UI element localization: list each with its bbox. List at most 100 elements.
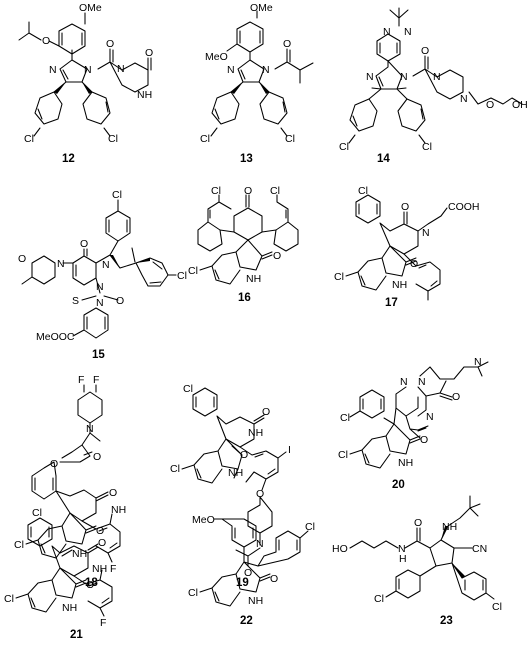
- atom-label: NH: [392, 279, 407, 291]
- atom-label: OMe: [250, 2, 273, 14]
- atom-label: N: [49, 64, 57, 76]
- compound-15: Cl O N N O N N S O MeOOC Cl 15: [18, 189, 187, 361]
- atom-label: Cl: [339, 141, 349, 153]
- atom-label: Cl: [270, 185, 280, 197]
- compound-14-labels: N N N N O N N O OH Cl Cl: [339, 26, 528, 153]
- atom-label: NH: [228, 467, 243, 479]
- compound-21: Cl O NH Cl O NH F 21: [4, 507, 113, 641]
- compound-22: MeO Cl Cl O NH 22: [188, 514, 315, 627]
- atom-label: O: [106, 38, 114, 50]
- atom-label: Cl: [108, 133, 118, 145]
- atom-label: Cl: [211, 185, 221, 197]
- atom-label: NH: [248, 427, 263, 439]
- compound-23: HO O N H NH CN Cl Cl 23: [332, 495, 502, 627]
- compound-19-labels: Cl O NH I Cl O NH O N O: [170, 383, 291, 579]
- compound-14: N N N N O N N O OH Cl Cl 14: [339, 7, 528, 165]
- atom-label: N: [418, 376, 426, 388]
- atom-label: Cl: [188, 265, 198, 277]
- atom-label: MeO: [205, 51, 228, 63]
- atom-label: NH: [248, 595, 263, 607]
- atom-label: N: [262, 64, 270, 76]
- atom-label: Cl: [358, 185, 368, 197]
- compound-23-labels: HO O N H NH CN Cl Cl: [332, 517, 502, 613]
- compound-number: 20: [392, 479, 405, 491]
- atom-label: F: [78, 374, 84, 386]
- atom-label: Cl: [334, 271, 344, 283]
- atom-label: O: [452, 391, 460, 403]
- atom-label: HO: [332, 543, 348, 555]
- atom-label: O: [96, 525, 104, 537]
- compound-number: 23: [440, 615, 453, 627]
- atom-label: Cl: [305, 521, 315, 533]
- atom-label: Cl: [200, 133, 210, 145]
- atom-label: Cl: [177, 270, 187, 282]
- atom-label: Cl: [4, 593, 14, 605]
- atom-label: O: [145, 47, 153, 59]
- atom-label: OH: [512, 99, 528, 111]
- atom-label: NH: [137, 89, 152, 101]
- atom-label: O: [410, 258, 418, 270]
- atom-label: O: [50, 458, 58, 470]
- atom-label: N: [383, 26, 391, 38]
- atom-label: O: [421, 45, 429, 57]
- atom-label: F: [100, 617, 106, 629]
- atom-label: Cl: [374, 593, 384, 605]
- atom-label: N: [404, 26, 412, 38]
- atom-label: O: [486, 99, 494, 111]
- atom-label: N: [474, 356, 482, 368]
- atom-label: Cl: [338, 449, 348, 461]
- atom-label: N: [227, 64, 235, 76]
- atom-label: MeOOC: [36, 331, 75, 343]
- compound-number: 21: [70, 629, 83, 641]
- atom-label: I: [288, 444, 291, 456]
- compound-15-labels: Cl O N N O N N S O MeOOC Cl: [18, 189, 187, 343]
- stereo-wedges: [54, 82, 465, 578]
- atom-label: O: [270, 573, 278, 585]
- atom-label: O: [18, 253, 26, 265]
- atom-label: MeO: [192, 514, 215, 526]
- atom-label: O: [93, 451, 101, 463]
- compound-number: 22: [240, 615, 253, 627]
- atom-label: O: [116, 295, 124, 307]
- compound-16: O Cl Cl Cl O NH 16: [188, 185, 299, 304]
- atom-label: O: [240, 449, 248, 461]
- atom-label: NH: [62, 602, 77, 614]
- atom-label: Cl: [24, 133, 34, 145]
- compound-20-labels: N N N O N Cl Cl O NH: [338, 356, 482, 469]
- compound-number: 15: [92, 349, 105, 361]
- atom-label: N: [366, 71, 374, 83]
- atom-label: Cl: [32, 507, 42, 519]
- atom-label: N: [256, 538, 264, 550]
- atom-label: O: [414, 517, 422, 529]
- atom-label: N: [86, 423, 94, 435]
- compound-17-labels: Cl O N COOH Cl O NH: [334, 185, 480, 291]
- compound-20: N N N O N Cl Cl O NH 20: [338, 356, 489, 491]
- atom-label: F: [110, 563, 116, 575]
- atom-label: O: [283, 38, 291, 50]
- compound-number: 17: [385, 297, 398, 309]
- atom-label: O: [98, 537, 106, 549]
- compound-18-labels: F F N O O O NH Cl O NH F: [14, 374, 126, 575]
- atom-label: H: [399, 553, 407, 565]
- atom-label: O: [273, 250, 281, 262]
- atom-label: Cl: [112, 189, 122, 201]
- atom-label: S: [72, 295, 79, 307]
- compound-12: OMe O N N O N NH O Cl Cl 12: [18, 2, 153, 165]
- compound-number: 13: [240, 153, 253, 165]
- atom-label: N: [57, 258, 65, 270]
- atom-label: F: [93, 374, 99, 386]
- atom-label: Cl: [14, 539, 24, 551]
- atom-label: O: [401, 201, 409, 213]
- atom-label: O: [42, 35, 50, 47]
- atom-label: OMe: [79, 2, 102, 14]
- atom-label: NH: [72, 548, 87, 560]
- atom-label: O: [420, 434, 428, 446]
- compound-18: F F N O O O NH Cl O NH F 18: [14, 374, 126, 589]
- compound-17: Cl O N COOH Cl O NH 17: [334, 185, 480, 309]
- compound-19: Cl O NH I Cl O NH O N O 19: [170, 383, 291, 589]
- compound-number: 16: [238, 292, 251, 304]
- atom-label: O: [244, 185, 252, 197]
- atom-label: Cl: [285, 133, 295, 145]
